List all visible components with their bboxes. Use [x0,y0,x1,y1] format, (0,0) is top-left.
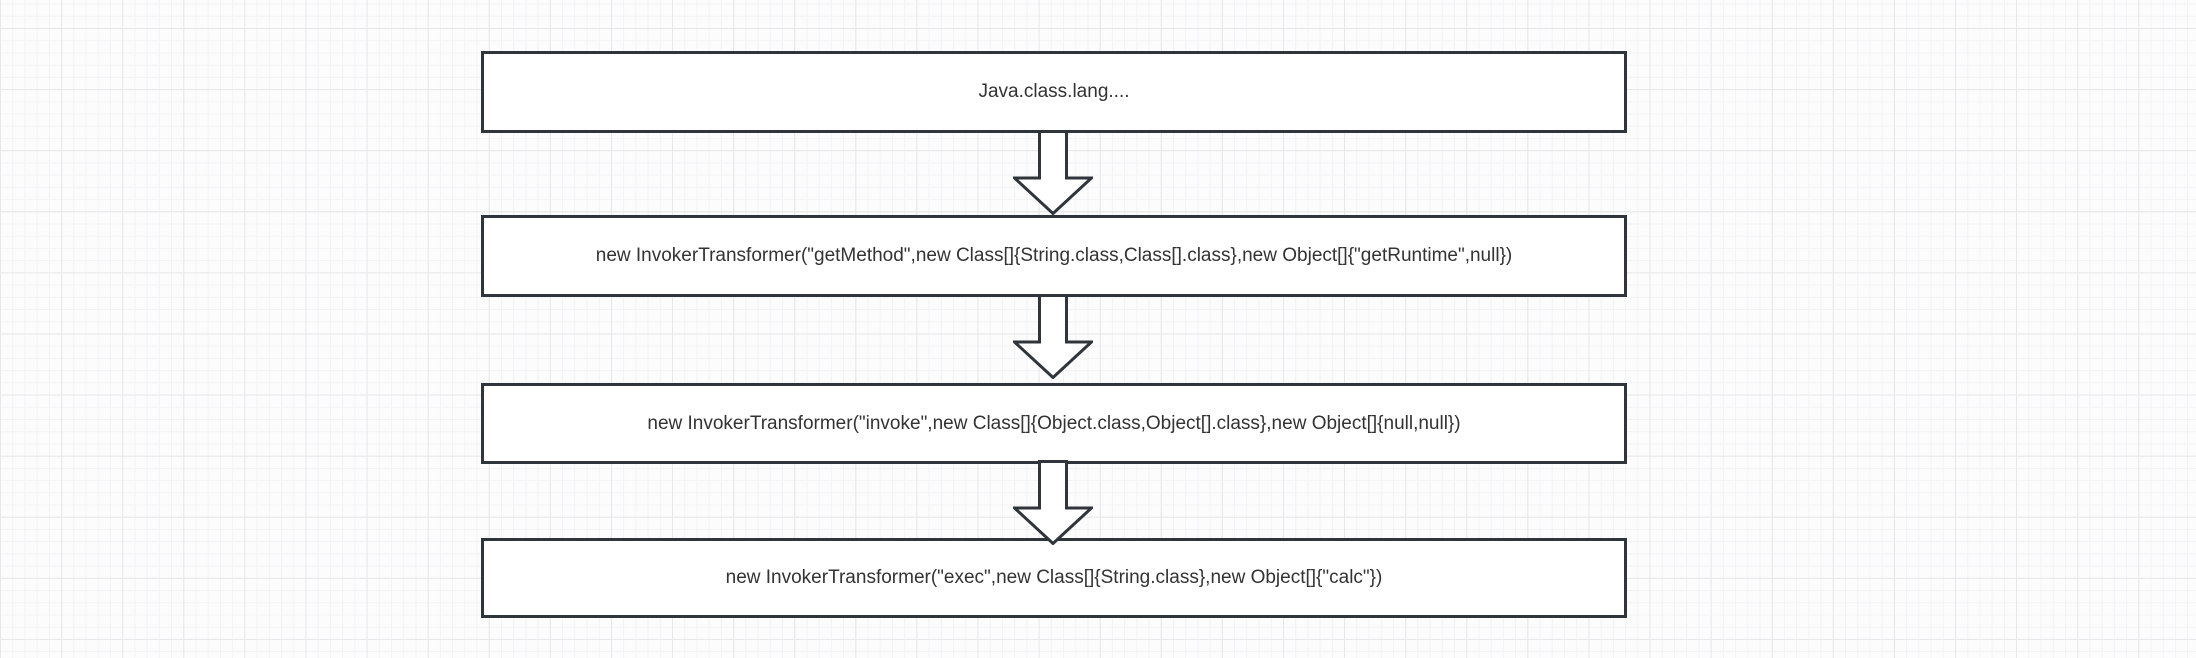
down-arrow-shape [1013,294,1093,379]
down-arrow-shape [1013,460,1093,545]
flowchart-node-invoker-getmethod[interactable]: new InvokerTransformer("getMethod",new C… [481,215,1627,297]
down-block-arrow-connector-1[interactable] [1013,130,1093,215]
down-arrow-icon [1013,130,1093,215]
down-block-arrow-connector-3[interactable] [1013,460,1093,545]
flowchart-node-java-class-lang[interactable]: Java.class.lang.... [481,51,1627,133]
down-arrow-icon [1013,294,1093,379]
down-arrow-icon [1013,460,1093,545]
node-label: Java.class.lang.... [978,81,1130,103]
flowchart-node-invoker-exec[interactable]: new InvokerTransformer("exec",new Class[… [481,538,1627,618]
node-label: new InvokerTransformer("exec",new Class[… [725,567,1383,589]
down-block-arrow-connector-2[interactable] [1013,294,1093,379]
node-label: new InvokerTransformer("getMethod",new C… [595,245,1513,267]
node-label: new InvokerTransformer("invoke",new Clas… [647,412,1461,434]
flowchart-node-invoker-invoke[interactable]: new InvokerTransformer("invoke",new Clas… [481,383,1627,464]
down-arrow-shape [1013,130,1093,215]
